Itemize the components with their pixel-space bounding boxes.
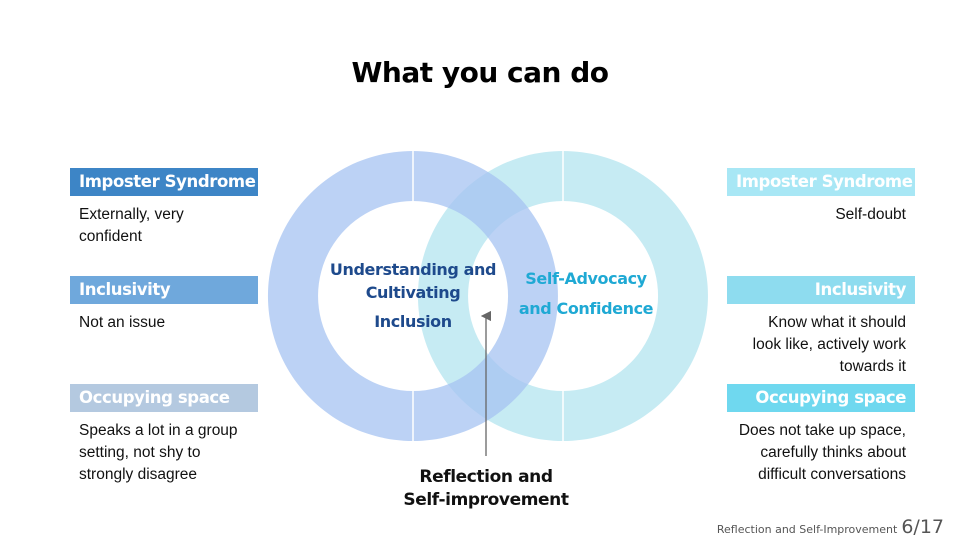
right-circle-line2: and Confidence	[518, 299, 654, 318]
left-label-occupying-space: Occupying space	[70, 384, 258, 412]
overlap-label: Reflection and Self-improvement	[386, 466, 586, 512]
footer-section-title: Reflection and Self-Improvement	[716, 523, 898, 536]
right-label-occupying-space: Occupying space	[727, 384, 915, 412]
left-circle-line3: Inclusion	[374, 312, 452, 331]
left-label-imposter-syndrome: Imposter Syndrome	[70, 168, 258, 196]
right-circle-label: Self-Advocacy and Confidence	[506, 264, 666, 324]
slide-title: What you can do	[351, 56, 609, 89]
overlap-label-line2: Self-improvement	[403, 490, 569, 510]
left-circle-label: Understanding and Cultivating Inclusion	[322, 258, 504, 333]
left-circle-line2: Cultivating	[365, 283, 461, 302]
left-label-inclusivity: Inclusivity	[70, 276, 258, 304]
page-number: 6/17	[901, 516, 944, 538]
right-desc-inclusivity: Know what it should look like, actively …	[752, 314, 906, 375]
right-label-inclusivity: Inclusivity	[727, 276, 915, 304]
left-circle-line1: Understanding and	[329, 260, 497, 279]
left-desc-occupying-space: Speaks a lot in a group setting, not shy…	[79, 422, 238, 483]
right-label-imposter-syndrome: Imposter Syndrome	[727, 168, 915, 196]
left-desc-inclusivity: Not an issue	[79, 314, 166, 331]
left-desc-imposter-syndrome: Externally, very confident	[79, 206, 184, 245]
right-desc-imposter-syndrome: Self-doubt	[835, 206, 906, 223]
right-circle-line1: Self-Advocacy	[525, 269, 647, 288]
right-desc-occupying-space: Does not take up space, carefully thinks…	[738, 422, 906, 483]
overlap-label-line1: Reflection and	[419, 467, 553, 487]
